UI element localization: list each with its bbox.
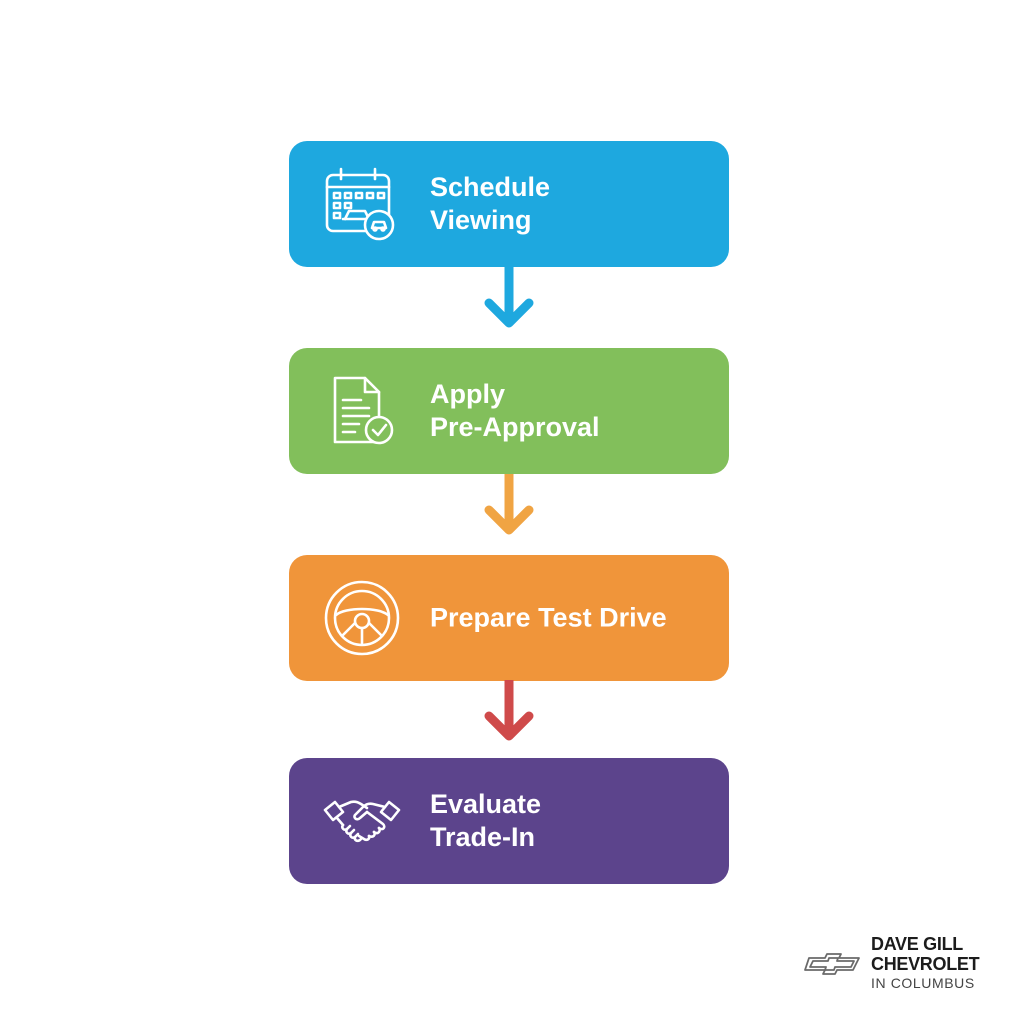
step-label: Schedule Viewing [430,172,551,235]
step-apply-pre-approval: Apply Pre-Approval [289,348,729,474]
logo-brand: CHEVROLET [871,954,980,974]
handshake-icon [321,780,403,862]
steering-wheel-icon [321,577,403,659]
logo-name: DAVE GILL [871,934,963,954]
step-prepare-test-drive: Prepare Test Drive [289,555,729,681]
logo-location: IN COLUMBUS [871,975,975,991]
chevrolet-bowtie-icon [804,953,860,975]
arrow-down-icon [484,267,534,328]
step-schedule-viewing: Schedule Viewing [289,141,729,267]
step-label: Evaluate Trade-In [430,789,542,852]
step-label: Prepare Test Drive [430,602,667,633]
calendar-car-icon [321,163,403,245]
dealer-logo: DAVE GILL CHEVROLET IN COLUMBUS [803,934,993,994]
document-check-icon [321,370,403,452]
arrow-down-icon [484,474,534,535]
arrow-down-icon [484,680,534,741]
step-label: Apply Pre-Approval [430,379,600,442]
step-evaluate-trade-in: Evaluate Trade-In [289,758,729,884]
